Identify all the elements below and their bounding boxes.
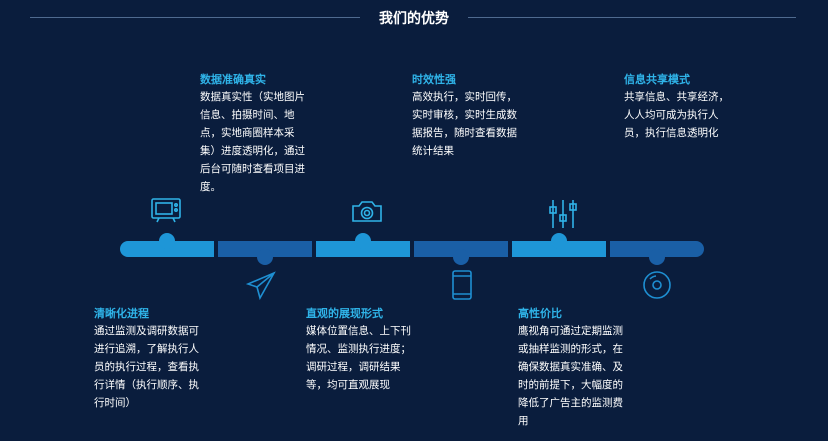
feature-title: 时效性强 <box>412 73 456 86</box>
title-rule-left <box>30 17 360 18</box>
title-rule-right <box>468 17 796 18</box>
feature-info-sharing: 信息共享模式 共享信息、共享经济，人人均可成为执行人员，执行信息透明化 <box>624 72 732 142</box>
timeline-marker <box>453 249 469 265</box>
timeline-marker <box>257 249 273 265</box>
camera-icon <box>351 199 383 223</box>
feature-text: 媒体位置信息、上下刊情况、监测执行进度；调研过程，调研结果等，均可直观展现 <box>306 325 411 391</box>
feature-title: 数据准确真实 <box>200 73 266 86</box>
timeline-bar <box>120 241 704 257</box>
feature-intuitive-display: 直观的展现形式 媒体位置信息、上下刊情况、监测执行进度；调研过程，调研结果等，均… <box>306 306 414 394</box>
paper-plane-icon <box>246 271 276 301</box>
feature-text: 数据真实性（实地图片信息、拍摄时间、地点，实地商圈样本采集）进度透明化，通过后台… <box>200 91 305 193</box>
feature-data-accurate: 数据准确真实 数据真实性（实地图片信息、拍摄时间、地点，实地商圈样本采集）进度透… <box>200 72 308 196</box>
feature-timely: 时效性强 高效执行，实时回传，实时审核，实时生成数据报告，随时查看数据统计结果 <box>412 72 520 160</box>
timeline-marker <box>355 233 371 249</box>
timeline-segment <box>120 241 214 257</box>
feature-title: 清晰化进程 <box>94 307 149 320</box>
feature-text: 共享信息、共享经济，人人均可成为执行人员，执行信息透明化 <box>624 91 729 139</box>
disc-icon <box>642 270 672 300</box>
page-title: 我们的优势 <box>379 11 449 27</box>
timeline-marker <box>551 233 567 249</box>
smartphone-icon <box>451 269 473 301</box>
feature-title: 直观的展现形式 <box>306 307 383 320</box>
feature-cost-effective: 高性价比 鹰视角可通过定期监测或抽样监测的形式，在确保数据真实准确、及时的前提下… <box>518 306 626 430</box>
sliders-icon <box>548 198 578 230</box>
timeline-marker <box>649 249 665 265</box>
timeline-segment <box>512 241 606 257</box>
feature-clear-progress: 清晰化进程 通过监测及调研数据可进行追溯，了解执行人员的执行过程，查看执行详情（… <box>94 306 204 412</box>
timeline-segment <box>316 241 410 257</box>
tv-icon <box>150 197 182 223</box>
feature-title: 信息共享模式 <box>624 73 690 86</box>
feature-text: 鹰视角可通过定期监测或抽样监测的形式，在确保数据真实准确、及时的前提下，大幅度的… <box>518 325 623 427</box>
feature-title: 高性价比 <box>518 307 562 320</box>
feature-text: 通过监测及调研数据可进行追溯，了解执行人员的执行过程，查看执行详情（执行顺序、执… <box>94 325 199 409</box>
timeline-marker <box>159 233 175 249</box>
feature-text: 高效执行，实时回传，实时审核，实时生成数据报告，随时查看数据统计结果 <box>412 91 517 157</box>
